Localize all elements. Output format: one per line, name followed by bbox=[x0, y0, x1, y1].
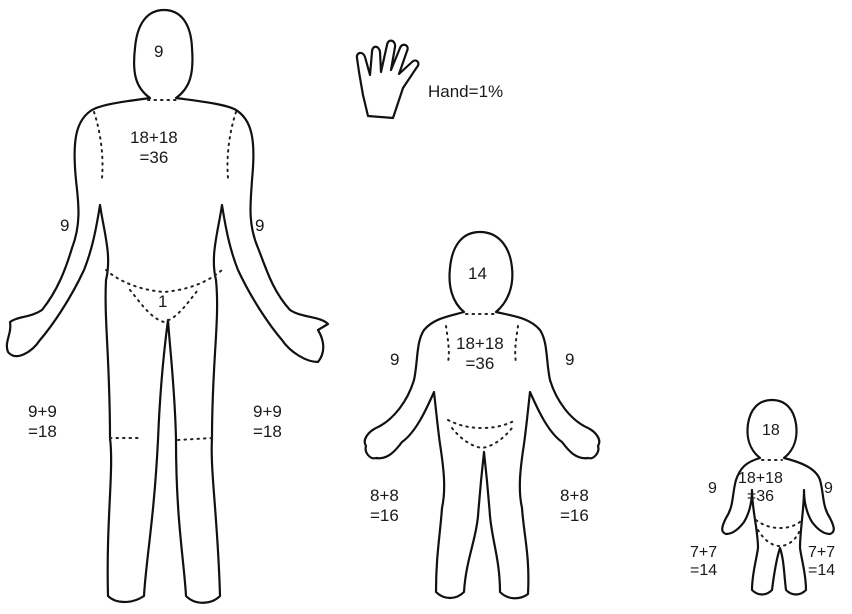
adult-leg-right-line2: =18 bbox=[253, 422, 282, 442]
adult-trunk-line1: 18+18 bbox=[130, 128, 178, 148]
infant-leg-right-line1: 7+7 bbox=[808, 544, 835, 562]
child-leg-left-line1: 8+8 bbox=[370, 486, 399, 506]
child-head-percent: 14 bbox=[468, 264, 487, 284]
adult-leg-left-percent: 9+9 =18 bbox=[28, 402, 57, 441]
child-leg-right-line2: =16 bbox=[560, 506, 589, 526]
adult-leg-right-line1: 9+9 bbox=[253, 402, 282, 422]
infant-head-percent: 18 bbox=[762, 422, 780, 440]
child-leg-left-line2: =16 bbox=[370, 506, 399, 526]
child-trunk-line2: =36 bbox=[456, 354, 504, 374]
infant-trunk-line2: =36 bbox=[738, 488, 783, 506]
adult-head-percent: 9 bbox=[154, 42, 163, 62]
child-leg-right-percent: 8+8 =16 bbox=[560, 486, 589, 525]
adult-arm-left-percent: 9 bbox=[60, 216, 69, 236]
hand-legend-label: Hand=1% bbox=[428, 82, 503, 102]
adult-trunk-line2: =36 bbox=[130, 148, 178, 168]
infant-leg-left-line2: =14 bbox=[690, 562, 717, 580]
adult-arm-right-percent: 9 bbox=[255, 216, 264, 236]
child-arm-left-percent: 9 bbox=[390, 350, 399, 370]
child-figure bbox=[365, 232, 600, 598]
adult-perineum-percent: 1 bbox=[158, 292, 167, 312]
child-trunk-percent: 18+18 =36 bbox=[456, 334, 504, 373]
adult-leg-left-line2: =18 bbox=[28, 422, 57, 442]
infant-trunk-line1: 18+18 bbox=[738, 470, 783, 488]
adult-trunk-percent: 18+18 =36 bbox=[130, 128, 178, 167]
adult-leg-left-line1: 9+9 bbox=[28, 402, 57, 422]
infant-arm-right-percent: 9 bbox=[824, 480, 833, 498]
hand-icon bbox=[357, 41, 419, 118]
infant-leg-left-percent: 7+7 =14 bbox=[690, 544, 717, 581]
child-leg-left-percent: 8+8 =16 bbox=[370, 486, 399, 525]
adult-leg-right-percent: 9+9 =18 bbox=[253, 402, 282, 441]
child-arm-right-percent: 9 bbox=[565, 350, 574, 370]
child-trunk-line1: 18+18 bbox=[456, 334, 504, 354]
infant-arm-left-percent: 9 bbox=[708, 480, 717, 498]
infant-leg-left-line1: 7+7 bbox=[690, 544, 717, 562]
infant-leg-right-line2: =14 bbox=[808, 562, 835, 580]
infant-trunk-percent: 18+18 =36 bbox=[738, 470, 783, 507]
infant-leg-right-percent: 7+7 =14 bbox=[808, 544, 835, 581]
child-leg-right-line1: 8+8 bbox=[560, 486, 589, 506]
